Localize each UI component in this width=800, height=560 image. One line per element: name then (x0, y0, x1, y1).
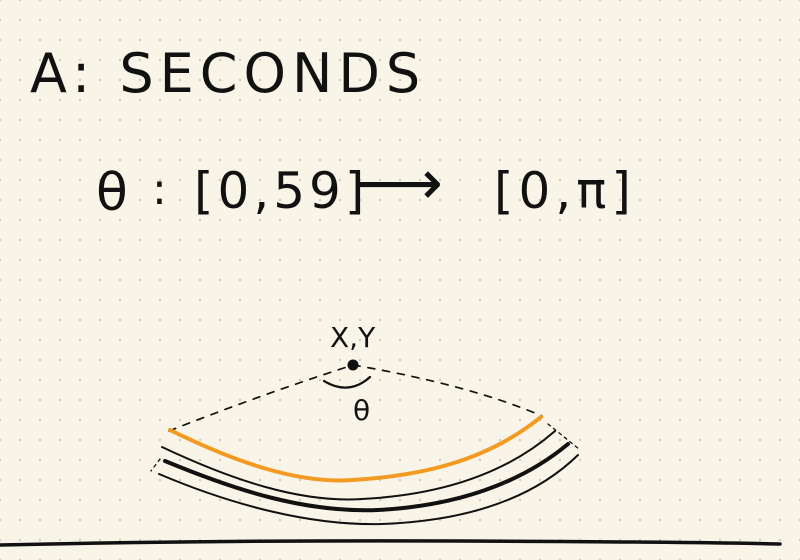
base-line (0, 539, 782, 547)
right-dash-extension (547, 423, 580, 450)
outer-arc-2 (163, 442, 570, 513)
mapping-arrow: ⟶ (354, 146, 443, 219)
angle-label: θ (353, 394, 370, 427)
outer-arc-1 (161, 430, 556, 501)
center-label: X,Y (330, 321, 376, 354)
left-dashed-guide (168, 364, 354, 432)
theta-symbol: θ (96, 163, 128, 223)
right-dashed-guide (352, 364, 543, 417)
source-range: [0,59] (194, 162, 368, 220)
outer-arc-3 (158, 454, 579, 526)
center-point-group: X,Y θ (322, 321, 376, 427)
seconds-arc-highlight (168, 415, 543, 483)
mapping-colon: : (152, 164, 167, 215)
left-dash-extension (150, 458, 161, 472)
title-text: A: SECONDS (30, 42, 426, 105)
mapping-expression: θ : [0,59] ⟶ [0,π] (96, 146, 636, 223)
angle-arc (322, 375, 372, 389)
target-range: [0,π] (494, 162, 636, 220)
